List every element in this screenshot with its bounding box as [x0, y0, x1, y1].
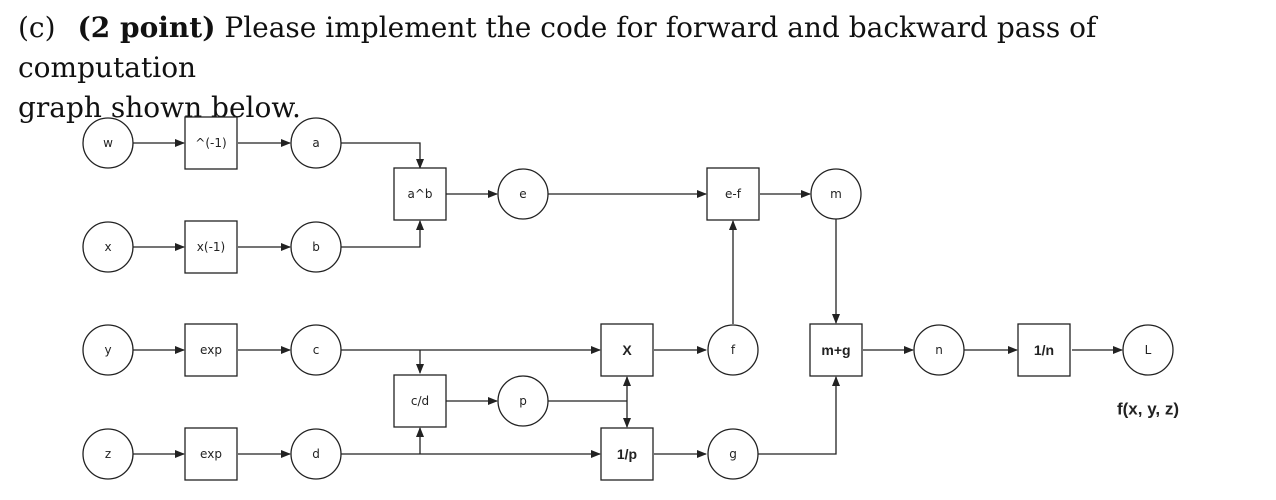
node-g: g	[707, 428, 759, 480]
op-sub-label: e-f	[725, 187, 742, 201]
op-pow-label: a^b	[407, 187, 432, 201]
op-mul: X	[600, 323, 654, 377]
node-w: w	[82, 117, 134, 169]
node-L: L	[1122, 324, 1174, 376]
op-inv-w: ^(-1)	[184, 116, 238, 170]
node-p-label: p	[519, 394, 527, 408]
node-w-label: w	[103, 136, 113, 150]
question-line-2: graph shown below.	[18, 91, 301, 124]
node-a-label: a	[312, 136, 319, 150]
op-recip-n-label: 1/n	[1034, 342, 1054, 358]
question-line-1: (c) (2 point) Please implement the code f…	[18, 8, 1268, 88]
edge-b-pow	[341, 220, 424, 248]
node-a: a	[290, 117, 342, 169]
node-z: z	[82, 428, 134, 480]
node-L-label: L	[1145, 343, 1152, 357]
node-g-label: g	[729, 447, 737, 461]
operation-nodes: ^(-1) x(-1) exp exp a^b c/d e-f X 1/p m+…	[184, 116, 1071, 481]
edge-g-add	[758, 376, 840, 455]
question-number: (c)	[18, 11, 56, 44]
op-div: c/d	[393, 374, 447, 428]
op-exp-z: exp	[184, 427, 238, 481]
node-e-label: e	[519, 187, 526, 201]
question-prompt: Please implement the code for forward an…	[18, 11, 1097, 84]
op-recip-p: 1/p	[600, 427, 654, 481]
op-recip-p-label: 1/p	[617, 446, 637, 462]
node-n-label: n	[935, 343, 943, 357]
op-exp-y: exp	[184, 323, 238, 377]
op-inv-x-label: x(-1)	[197, 240, 225, 254]
question-points: (2 point)	[77, 11, 216, 44]
node-x: x	[82, 221, 134, 273]
node-e: e	[497, 168, 549, 220]
node-d-label: d	[312, 447, 320, 461]
node-f: f	[707, 324, 759, 376]
op-sub: e-f	[706, 167, 760, 221]
node-n: n	[913, 324, 965, 376]
node-d: d	[290, 428, 342, 480]
op-pow: a^b	[393, 167, 447, 221]
node-y-label: y	[104, 343, 111, 357]
op-inv-x: x(-1)	[184, 220, 238, 274]
op-div-label: c/d	[411, 394, 429, 408]
op-add: m+g	[809, 323, 863, 377]
edge-a-pow	[341, 142, 424, 169]
node-x-label: x	[104, 240, 111, 254]
node-z-label: z	[105, 447, 111, 461]
node-y: y	[82, 324, 134, 376]
node-b-label: b	[312, 240, 320, 254]
op-recip-n: 1/n	[1017, 323, 1071, 377]
op-exp-y-label: exp	[200, 343, 222, 357]
variable-nodes: w a x b e m y c f n L p z d g	[82, 117, 1174, 480]
node-c: c	[290, 324, 342, 376]
node-c-label: c	[313, 343, 320, 357]
graph-edges	[133, 139, 1123, 458]
node-b: b	[290, 221, 342, 273]
node-p: p	[497, 375, 549, 427]
question-text: (c) (2 point) Please implement the code f…	[18, 8, 1268, 128]
op-mul-label: X	[622, 342, 632, 358]
node-m-label: m	[830, 187, 842, 201]
node-f-label: f	[731, 343, 736, 357]
node-m: m	[810, 168, 862, 220]
op-inv-w-label: ^(-1)	[195, 136, 226, 150]
op-exp-z-label: exp	[200, 447, 222, 461]
op-add-label: m+g	[821, 342, 850, 358]
function-caption: f(x, y, z)	[1117, 400, 1179, 419]
